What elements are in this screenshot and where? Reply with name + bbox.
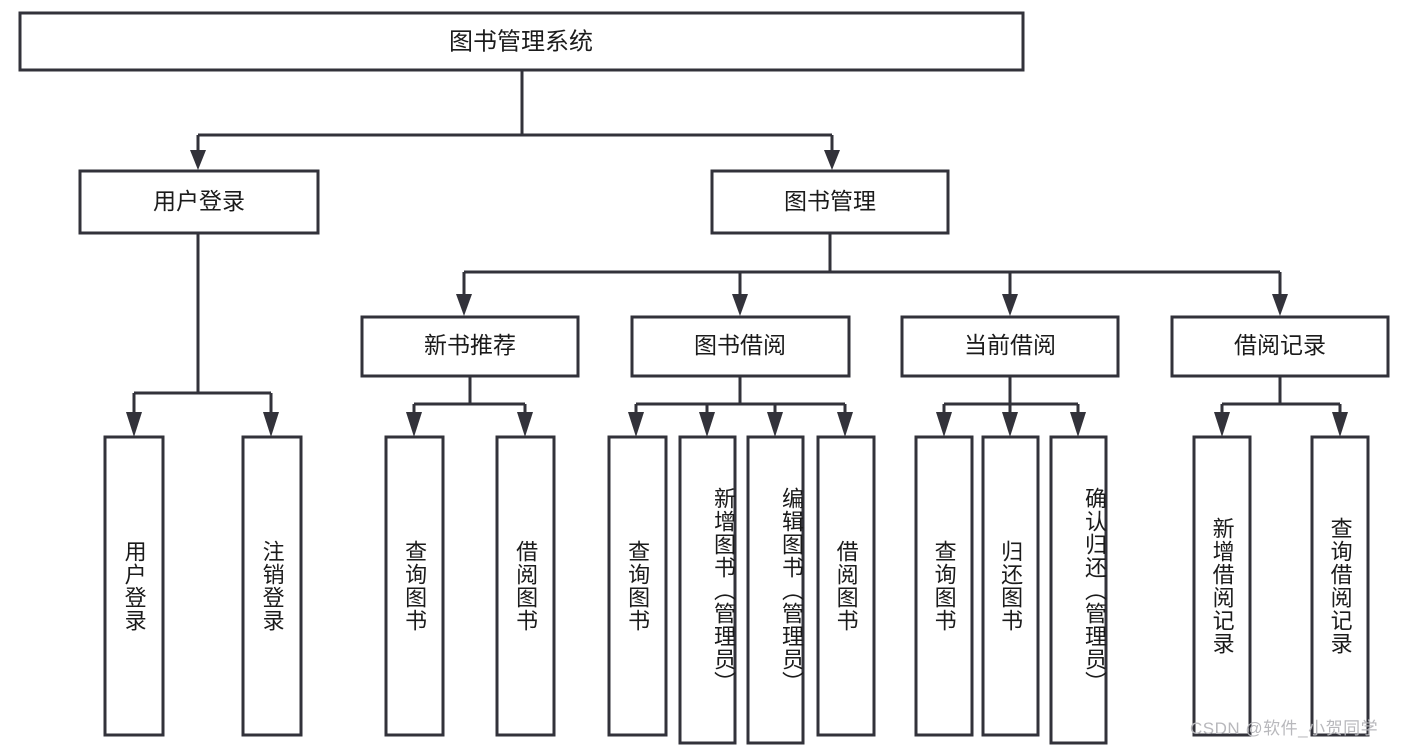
leaf-box-confirm-return-admin[interactable]: [1049, 435, 1108, 745]
arrow-head-icon: [1214, 412, 1230, 437]
arrow-head-icon: [1070, 412, 1086, 437]
arrow-head-icon: [824, 150, 840, 170]
node-book-borrow[interactable]: 图书借阅: [630, 315, 851, 378]
node-current-borrow-label: 当前借阅: [964, 332, 1056, 358]
node-book-manage-label: 图书管理: [784, 188, 876, 214]
arrow-head-icon: [699, 412, 715, 437]
arrow-head-icon: [190, 150, 206, 170]
arrow-head-icon: [1272, 294, 1288, 316]
leaf-box-borrow-book-2[interactable]: [816, 435, 876, 737]
connector-currentborrow-to-leaves: [936, 377, 1086, 437]
arrow-head-icon: [1002, 412, 1018, 437]
leaf-box-query-book-3[interactable]: [914, 435, 974, 737]
watermark-text: CSDN @软件_小贺同学: [1190, 719, 1379, 738]
arrow-head-icon: [1332, 412, 1348, 437]
node-root[interactable]: 图书管理系统: [18, 11, 1025, 72]
node-borrow-record-label: 借阅记录: [1234, 332, 1326, 358]
node-current-borrow[interactable]: 当前借阅: [900, 315, 1120, 378]
node-borrow-record[interactable]: 借阅记录: [1170, 315, 1390, 378]
arrow-head-icon: [767, 412, 783, 437]
arrow-head-icon: [837, 412, 853, 437]
connector-userlogin-to-leaves: [126, 234, 279, 437]
connector-bookmanage-to-level3: [456, 234, 1288, 316]
node-user-login[interactable]: 用户登录: [78, 169, 320, 235]
leaf-box-return-book[interactable]: [981, 435, 1040, 737]
node-book-manage[interactable]: 图书管理: [710, 169, 950, 235]
leaf-box-user-login[interactable]: [103, 435, 165, 737]
node-new-book-recommend-label: 新书推荐: [424, 332, 516, 358]
connector-borrowrecord-to-leaves: [1214, 377, 1348, 437]
leaf-box-query-book-1[interactable]: [384, 435, 445, 737]
node-new-book-recommend[interactable]: 新书推荐: [360, 315, 580, 378]
arrow-head-icon: [936, 412, 952, 437]
connector-bookborrow-to-leaves: [628, 377, 853, 437]
leaf-box-add-borrow-record[interactable]: [1192, 435, 1252, 737]
connector-root-to-level2: [190, 70, 840, 170]
node-book-borrow-label: 图书借阅: [694, 332, 786, 358]
node-root-label: 图书管理系统: [449, 28, 593, 55]
arrow-head-icon: [517, 412, 533, 437]
arrow-head-icon: [732, 294, 748, 316]
leaf-box-logout-login[interactable]: [241, 435, 303, 737]
node-user-login-label: 用户登录: [153, 188, 245, 214]
leaf-box-edit-book-admin[interactable]: [746, 435, 805, 745]
leaf-box-add-book-admin[interactable]: [678, 435, 737, 745]
leaf-box-query-borrow-record[interactable]: [1310, 435, 1370, 737]
arrow-head-icon: [406, 412, 422, 437]
leaf-box-query-book-2[interactable]: [607, 435, 668, 737]
arrow-head-icon: [263, 412, 279, 437]
leaf-box-borrow-book-1[interactable]: [495, 435, 556, 737]
arrow-head-icon: [126, 412, 142, 437]
arrow-head-icon: [456, 294, 472, 316]
connector-newbook-to-leaves: [406, 377, 533, 437]
arrow-head-icon: [628, 412, 644, 437]
arrow-head-icon: [1002, 294, 1018, 316]
